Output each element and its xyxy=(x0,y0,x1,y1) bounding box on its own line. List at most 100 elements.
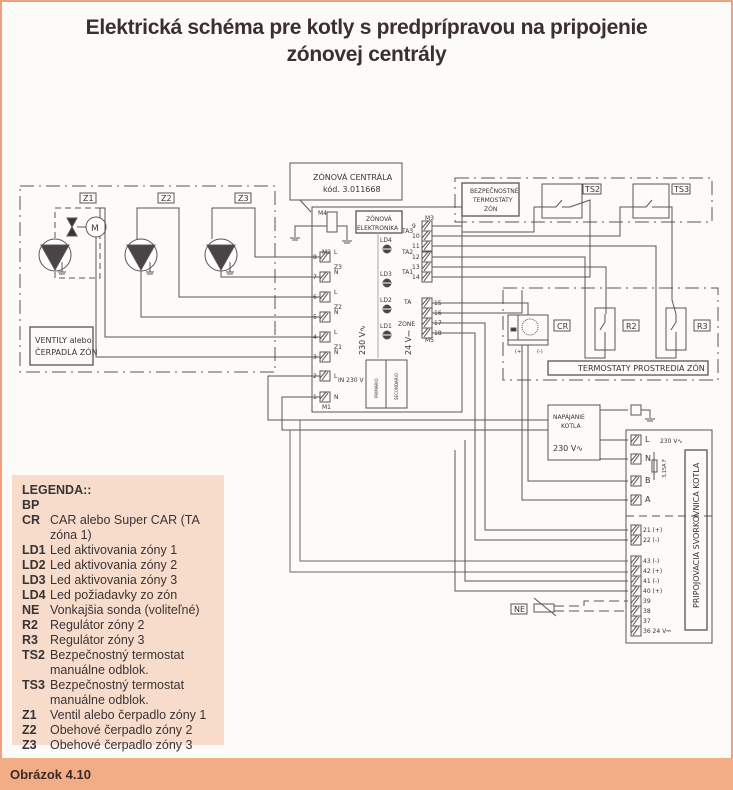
legend-key: NE xyxy=(22,603,40,617)
boiler-terminal xyxy=(630,555,642,567)
led-icon xyxy=(382,244,392,254)
power-supply-box xyxy=(547,404,601,461)
in-230v-label: IN 230 V xyxy=(338,377,365,384)
boiler-terminal xyxy=(630,494,642,506)
z1-tag xyxy=(79,192,97,204)
legend-key: R3 xyxy=(22,633,38,647)
boiler-terminal-label: 43 (-) xyxy=(643,558,659,565)
m2-terminal-number: 4 xyxy=(313,334,317,341)
legend-value: Regulátor zóny 2 xyxy=(50,618,145,632)
led-label: LD3 xyxy=(380,271,392,278)
m4-label: M4 xyxy=(318,210,327,217)
z1-label: Z1 xyxy=(83,194,94,203)
v24-label: 24 V⎓ xyxy=(404,330,413,355)
m3-terminal-number: 14 xyxy=(412,274,420,281)
boiler-terminal xyxy=(630,575,642,587)
boiler-terminal-board xyxy=(625,429,713,644)
legend-value: Led aktivovania zóny 3 xyxy=(50,573,178,587)
m3-terminal xyxy=(421,261,433,273)
outdoor-sensor-icon xyxy=(533,597,628,617)
cr-minus-label: (-) xyxy=(537,349,543,355)
m5-terminal xyxy=(421,297,433,309)
m1-terminal xyxy=(319,370,331,382)
m3-terminal-number: 9 xyxy=(412,223,416,230)
ne-label: NE xyxy=(514,605,525,614)
ts3-icon xyxy=(632,183,670,219)
boiler-terminal-label: B xyxy=(645,476,651,485)
r3-label: R3 xyxy=(697,322,708,331)
electronics-box xyxy=(355,210,403,234)
page-title: Elektrická schéma pre kotly s predprípra… xyxy=(0,14,733,68)
legend-item: LD1 Led aktivovania zóny 1 xyxy=(22,543,224,558)
zone-terminal-label: Z1 xyxy=(334,344,342,351)
m2-terminal-number: 5 xyxy=(313,314,317,321)
boiler-terminal-label: N xyxy=(645,454,651,463)
led-label: LD1 xyxy=(380,323,392,330)
boiler-terminal-label: 40 (+) xyxy=(643,588,662,595)
motor-icon: M xyxy=(85,216,107,238)
zone-label: ZONE xyxy=(398,321,415,328)
ts2-label: TS2 xyxy=(584,185,600,194)
legend-key: TS2 xyxy=(22,648,45,662)
m3-terminal xyxy=(421,251,433,263)
zones-label-1: VENTILY alebo xyxy=(35,336,92,345)
central-label-box xyxy=(289,162,403,201)
boiler-terminal xyxy=(630,595,642,607)
m5-terminal xyxy=(421,317,433,329)
z3-tag xyxy=(234,192,252,204)
m3-label: M3 xyxy=(425,215,434,222)
safety-label-1: BEZPEČNOSTNÉ xyxy=(470,187,519,195)
led-label: LD4 xyxy=(380,237,392,244)
safety-label-box xyxy=(461,182,520,217)
safety-group xyxy=(454,177,713,223)
room-group xyxy=(502,287,719,381)
boiler-terminal xyxy=(630,605,642,617)
m5-terminal xyxy=(421,307,433,319)
legend-value: Regulátor zóny 3 xyxy=(50,633,145,647)
ts2-switch-icon xyxy=(548,199,570,208)
ts3-label: TS3 xyxy=(673,185,689,194)
zones-label-box xyxy=(29,326,94,366)
z3-pump-icon xyxy=(204,238,238,275)
room-label-box xyxy=(547,360,709,376)
m2-terminal-number: 6 xyxy=(313,294,317,301)
legend-item: LD4 Led požiadavky zo zón xyxy=(22,588,224,603)
power-wires xyxy=(267,375,628,592)
legend-value: Led požiadavky zo zón xyxy=(50,588,178,602)
figure-caption: Obrázok 4.10 xyxy=(10,767,91,782)
legend-item: Z2 Obehové čerpadlo zóny 2 xyxy=(22,723,224,738)
zone-wires xyxy=(95,207,320,358)
legend-key: LD4 xyxy=(22,588,46,602)
boiler-terminal xyxy=(630,524,642,536)
r3-tag xyxy=(693,319,711,332)
ground-wire xyxy=(294,225,327,237)
legend-value: Vonkajšia sonda (voliteľné) xyxy=(50,603,200,617)
m3-terminal xyxy=(421,240,433,252)
legend-value: Obehové čerpadlo zóny 2 xyxy=(50,723,193,737)
legend-key: LD2 xyxy=(22,558,46,572)
m2-terminal xyxy=(319,251,331,263)
m2-terminal-mark: L xyxy=(334,289,338,296)
led-label: LD2 xyxy=(380,297,392,304)
legend-key: LD1 xyxy=(22,543,46,557)
central-label-2: kód. 3.011668 xyxy=(323,184,381,194)
cr-label: CR xyxy=(557,322,569,331)
ta-zone-label: TA1 xyxy=(401,269,413,276)
m2-terminal-mark: N xyxy=(334,349,339,356)
z3-label: Z3 xyxy=(238,194,249,203)
legend-key: Z2 xyxy=(22,723,37,737)
m2-terminal xyxy=(319,351,331,363)
legend-value: Bezpečnostný termostat manuálne odblok. xyxy=(50,678,185,707)
ta-zone-label: TA3 xyxy=(401,228,413,235)
legend-value: Obehové čerpadlo zóny 3 xyxy=(50,738,193,752)
boiler-terminal xyxy=(630,585,642,597)
electronics-label-1: ZÓNOVÁ xyxy=(366,216,393,223)
legend-key: BP xyxy=(22,498,40,512)
led-icon xyxy=(382,304,392,314)
legend-value: Led aktivovania zóny 1 xyxy=(50,543,178,557)
m3-terminal xyxy=(421,230,433,242)
